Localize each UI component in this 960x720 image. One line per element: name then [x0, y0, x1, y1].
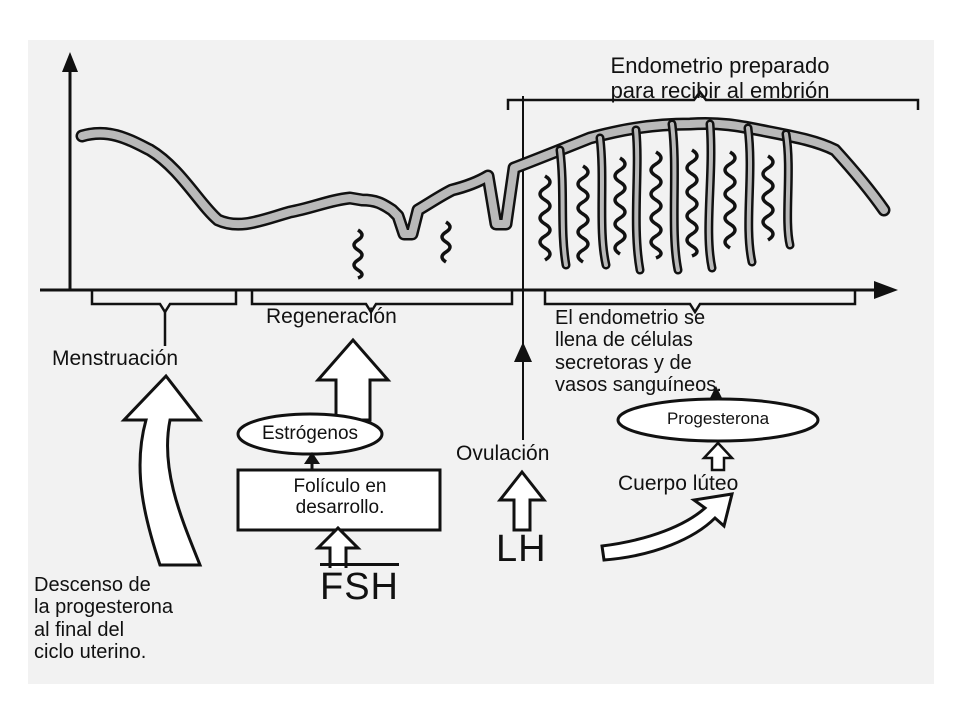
glands-dips-inner [558, 122, 792, 272]
lh-to-corpus-luteum-arrow [600, 492, 735, 562]
label-ovulation: Ovulación [456, 442, 550, 465]
endometrium-band-inner [78, 119, 888, 238]
axes [40, 52, 898, 299]
estrogen-arrow [314, 337, 392, 422]
lh-arrow [496, 469, 548, 532]
label-progesterone-drop: Descenso de la progesterona al final del… [34, 574, 173, 664]
fsh-arrow [314, 525, 362, 568]
follicle-box [236, 468, 442, 532]
label-endometrium-prepared: Endometrio preparado para recibir al emb… [610, 53, 830, 103]
follicle-to-estrogen-head [304, 452, 320, 464]
bottom-brackets [90, 290, 857, 315]
label-endometrium-fills: El endometrio se llena de células secret… [555, 307, 722, 397]
progesterone-up-head [710, 386, 722, 398]
blood-vessels [352, 148, 775, 280]
progesterone-drop-arrow [120, 373, 204, 567]
label-corpus-luteum: Cuerpo lúteo [618, 472, 739, 495]
label-estrogens: Estrógenos [261, 423, 359, 444]
corpus-luteum-to-progesterone-arrow [701, 441, 735, 472]
x-axis-arrowhead [874, 281, 898, 299]
label-regeneration: Regeneración [266, 305, 397, 328]
label-menstruation: Menstruación [52, 347, 179, 370]
progesterone-ellipse [616, 397, 820, 443]
label-progesterone: Progesterona [666, 409, 770, 428]
y-axis-arrowhead [62, 52, 78, 72]
label-lh: LH [496, 528, 547, 570]
ovulation-line-arrowhead [514, 342, 532, 362]
top-bracket [506, 89, 920, 110]
estrogen-ellipse [236, 412, 384, 456]
label-follicle: Folículo en desarrollo. [293, 476, 387, 519]
label-fsh: FSH [320, 566, 399, 608]
